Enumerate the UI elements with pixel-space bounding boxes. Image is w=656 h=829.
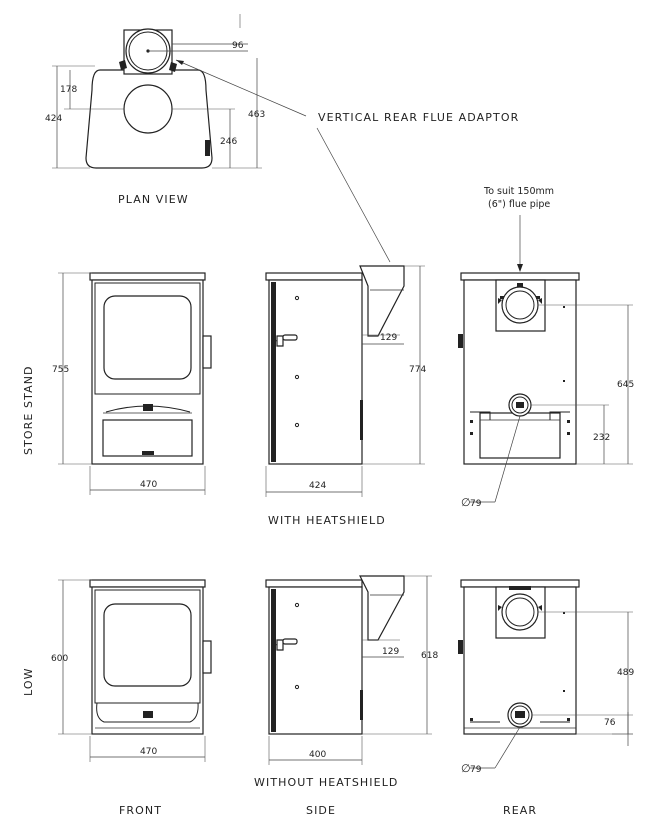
- dim-low-129: 129: [382, 647, 399, 657]
- dim-low-76: 76: [604, 718, 616, 728]
- store-stand-label: STORE STAND: [22, 365, 35, 455]
- dim-plan-246: 246: [220, 137, 237, 147]
- dim-ss-645: 645: [617, 380, 634, 390]
- low-front: [58, 579, 212, 762]
- adaptor-label: VERTICAL REAR FLUE ADAPTOR: [318, 111, 519, 124]
- dim-ss-129: 129: [380, 333, 397, 343]
- dim-ss-232: 232: [593, 433, 610, 443]
- dim-ss-774: 774: [409, 365, 426, 375]
- plan-view-label: PLAN VIEW: [118, 193, 189, 206]
- low-side: [265, 575, 432, 765]
- dim-low-600: 600: [51, 654, 68, 664]
- with-heatshield-label: WITH HEATSHIELD: [268, 514, 386, 527]
- diameter-symbol-low: ∅: [461, 762, 471, 775]
- diameter-symbol: ∅: [461, 496, 471, 509]
- side-label: SIDE: [306, 804, 336, 817]
- flue-note-line1: To suit 150mm: [483, 186, 554, 197]
- dim-plan-424: 424: [45, 114, 62, 124]
- store-stand-side: [265, 265, 425, 497]
- dim-plan-96: 96: [232, 41, 244, 51]
- without-heatshield-label: WITHOUT HEATSHIELD: [254, 776, 399, 789]
- store-stand-rear: [458, 215, 633, 503]
- dim-ss-755: 755: [52, 365, 69, 375]
- rear-label: REAR: [503, 804, 537, 817]
- dim-ss-470: 470: [140, 480, 157, 490]
- dim-low-489: 489: [617, 668, 634, 678]
- plan-view: [52, 14, 391, 263]
- dim-low-dia: 79: [470, 765, 482, 775]
- dim-low-400: 400: [309, 750, 326, 760]
- dim-plan-178: 178: [60, 85, 77, 95]
- dim-plan-463: 463: [248, 110, 265, 120]
- store-stand-front: [58, 272, 212, 495]
- flue-note-line2: (6") flue pipe: [488, 199, 550, 210]
- dim-ss-dia: 79: [470, 499, 482, 509]
- dim-ss-424: 424: [309, 481, 326, 491]
- front-label: FRONT: [119, 804, 162, 817]
- low-rear: [458, 579, 633, 769]
- dim-low-618: 618: [421, 651, 438, 661]
- low-label: LOW: [22, 667, 35, 696]
- dim-low-470: 470: [140, 747, 157, 757]
